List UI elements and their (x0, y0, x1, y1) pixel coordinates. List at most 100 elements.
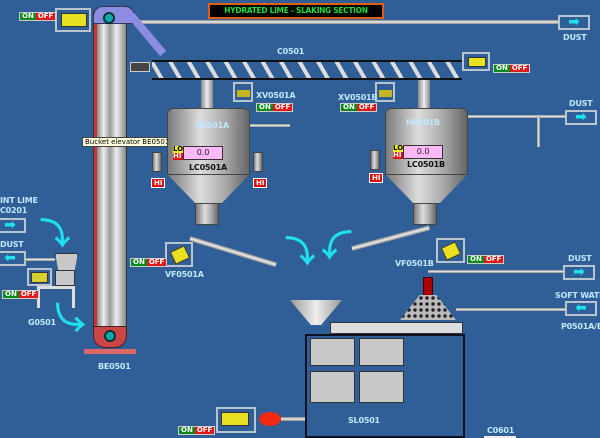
c0201-label: C0201 (0, 206, 28, 215)
dust-outlet-top[interactable]: ➡ (558, 15, 590, 30)
on-button[interactable]: ON (3, 290, 19, 298)
slaker-gearbox (259, 412, 281, 426)
dust-label-mid: DUST (569, 99, 593, 108)
motor-icon (468, 57, 486, 67)
hopper-a-vibrator-right (253, 152, 263, 172)
hi-indicator: HI (393, 151, 404, 159)
soft-water-pipe (456, 308, 566, 311)
xv0501b-label: XV0501B (338, 93, 378, 102)
elevator-boot-pulley (104, 330, 116, 342)
dust-outlet-low[interactable]: ➡ (563, 265, 595, 280)
bucket-elevator[interactable] (93, 12, 127, 327)
vf0501b-label: VF0501B (395, 259, 434, 268)
slaker-top (330, 322, 463, 334)
hopper-a-inlet (201, 80, 213, 108)
conveyor-drive-left (130, 62, 150, 72)
dust-label-top: DUST (563, 33, 587, 42)
h0501b-label: H0501B (406, 118, 440, 127)
hopper-b-cone (385, 174, 468, 204)
conveyor-motor[interactable] (462, 52, 490, 71)
on-button[interactable]: ON (494, 64, 510, 72)
soft-water-label: SOFT WATE (555, 291, 600, 300)
off-button[interactable]: OFF (483, 255, 504, 263)
grinder-frame (37, 286, 75, 308)
elevator-motor[interactable] (55, 8, 91, 32)
hopper-b-inlet (418, 80, 430, 108)
elevator-head-pulley (103, 12, 115, 24)
level-value: 0.0 (403, 145, 444, 159)
dust-outlet-mid[interactable]: ➡ (565, 110, 597, 125)
off-button[interactable]: OFF (272, 103, 293, 111)
on-button[interactable]: ON (468, 255, 484, 263)
grinder-motor[interactable] (27, 268, 52, 286)
elevator-base (84, 349, 136, 354)
motor-icon (61, 13, 87, 27)
hi-alarm: HI (369, 173, 384, 183)
off-button[interactable]: OFF (18, 290, 39, 298)
on-button[interactable]: ON (131, 258, 147, 266)
feeder-vf0501a[interactable] (165, 242, 193, 267)
off-button[interactable]: OFF (356, 103, 377, 111)
slaker-motor[interactable] (216, 407, 256, 433)
slaker-chamber (310, 338, 355, 366)
flow-arrow-icon: ⤵ (285, 235, 315, 270)
dust-pipe-low (428, 270, 564, 273)
grinder-g0501[interactable] (55, 270, 75, 286)
hi-alarm: HI (253, 178, 268, 188)
feeder-vf0501b[interactable] (436, 238, 465, 263)
flow-arrow-icon: ⤵ (40, 217, 70, 252)
motor-icon (440, 241, 462, 261)
elevator-tooltip: Bucket elevator BE0501 (82, 137, 173, 147)
chute-a (189, 236, 277, 268)
lime-inlet[interactable]: ➡ (0, 218, 26, 233)
dust-pipe-top (135, 20, 560, 24)
soft-water-inlet[interactable]: ⬅ (565, 301, 597, 316)
flow-arrow-icon: ⤵ (322, 229, 352, 264)
hi-alarm: HI (151, 178, 166, 188)
hi-indicator: HI (173, 152, 184, 160)
hopper-a-vibrator-left (152, 152, 162, 172)
on-button[interactable]: ON (20, 12, 36, 20)
slaker-chamber (359, 371, 404, 403)
off-button[interactable]: OFF (35, 12, 56, 20)
lc0501b-label: LC0501B (407, 160, 445, 169)
off-button[interactable]: OFF (146, 258, 167, 266)
dust-label-left: DUST (0, 240, 24, 249)
hopper-a-vent (250, 124, 290, 127)
motor-icon (169, 245, 191, 265)
c0601-label: C0601 (487, 426, 515, 435)
screw-conveyor-c0501[interactable] (152, 60, 462, 80)
on-button[interactable]: ON (257, 103, 273, 111)
c0601-conveyor (484, 436, 516, 438)
valve-xv0501b[interactable] (375, 82, 395, 102)
dust-pipe-drop (537, 115, 540, 147)
scrubber-stack (423, 277, 433, 296)
hopper-b-vibrator (370, 150, 380, 170)
off-button[interactable]: OFF (509, 64, 530, 72)
grinder-dust-pipe (25, 258, 55, 261)
motor-icon (221, 412, 249, 426)
chute-b (351, 225, 430, 251)
on-button[interactable]: ON (341, 103, 357, 111)
on-button[interactable]: ON (179, 426, 195, 434)
be0501-label: BE0501 (98, 362, 131, 371)
off-button[interactable]: OFF (194, 426, 215, 434)
dust-pipe-mid (468, 115, 566, 118)
valve-icon (237, 90, 250, 97)
valve-xv0501a[interactable] (233, 82, 253, 102)
p0501-label: P0501A/B (561, 322, 600, 331)
level-value: 0.0 (183, 146, 224, 160)
hopper-h0501b[interactable] (385, 108, 468, 175)
dust-outlet-left[interactable]: ⬅ (0, 251, 26, 266)
lo-indicator: LO (173, 145, 184, 153)
lo-indicator: LO (393, 144, 404, 152)
